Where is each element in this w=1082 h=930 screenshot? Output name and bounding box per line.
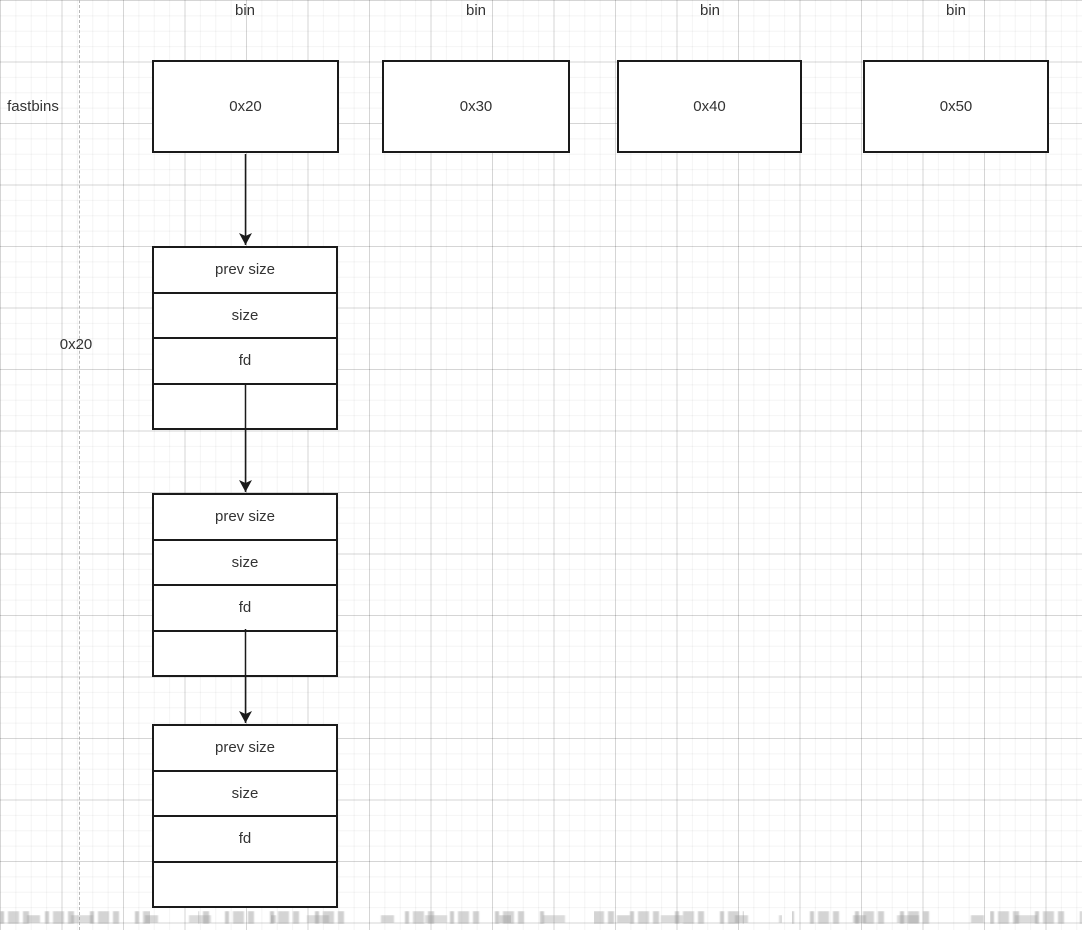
fastbins-row-label: fastbins: [7, 98, 59, 115]
chunk-1-size-cell: size: [154, 294, 336, 339]
chunk-3-fd-cell: fd: [154, 817, 336, 863]
fastbin-box-0x50[interactable]: 0x50: [863, 60, 1049, 153]
fastbin-box-0x40-value: 0x40: [693, 98, 726, 115]
chunk-3-size-cell: size: [154, 772, 336, 817]
clipped-text-artifact: [0, 915, 1082, 923]
chunk-2-prev-size-cell: prev size: [154, 495, 336, 541]
chunk-3-prev-size-cell: prev size: [154, 726, 336, 772]
chunk-1-prev-size-cell: prev size: [154, 248, 336, 294]
bin-column-header-2: bin: [465, 1, 487, 19]
fastbin-box-0x40[interactable]: 0x40: [617, 60, 802, 153]
chunk-3-empty-cell: [154, 863, 336, 907]
chunk-2[interactable]: prev size size fd: [152, 493, 338, 677]
fastbin-box-0x30[interactable]: 0x30: [382, 60, 570, 153]
page-boundary-dashed-line: [79, 0, 80, 930]
chunk-2-fd-cell: fd: [154, 586, 336, 632]
fastbin-box-0x30-value: 0x30: [459, 98, 493, 115]
bin-column-header-3: bin: [699, 1, 721, 19]
chunk-1-empty-cell: [154, 385, 336, 429]
fastbin-box-0x20-value: 0x20: [229, 98, 262, 115]
chunk-2-empty-cell: [154, 632, 336, 676]
chunk-size-label: 0x20: [59, 336, 93, 353]
chunk-1[interactable]: prev size size fd: [152, 246, 338, 430]
fastbin-box-0x50-value: 0x50: [939, 98, 973, 115]
bin-column-header-4: bin: [945, 1, 967, 19]
bin-column-header-1: bin: [234, 1, 256, 19]
chunk-1-fd-cell: fd: [154, 339, 336, 385]
chunk-3[interactable]: prev size size fd: [152, 724, 338, 908]
fastbin-box-0x20[interactable]: 0x20: [152, 60, 339, 153]
chunk-2-size-cell: size: [154, 541, 336, 586]
clipped-text-artifact: [0, 911, 1082, 924]
